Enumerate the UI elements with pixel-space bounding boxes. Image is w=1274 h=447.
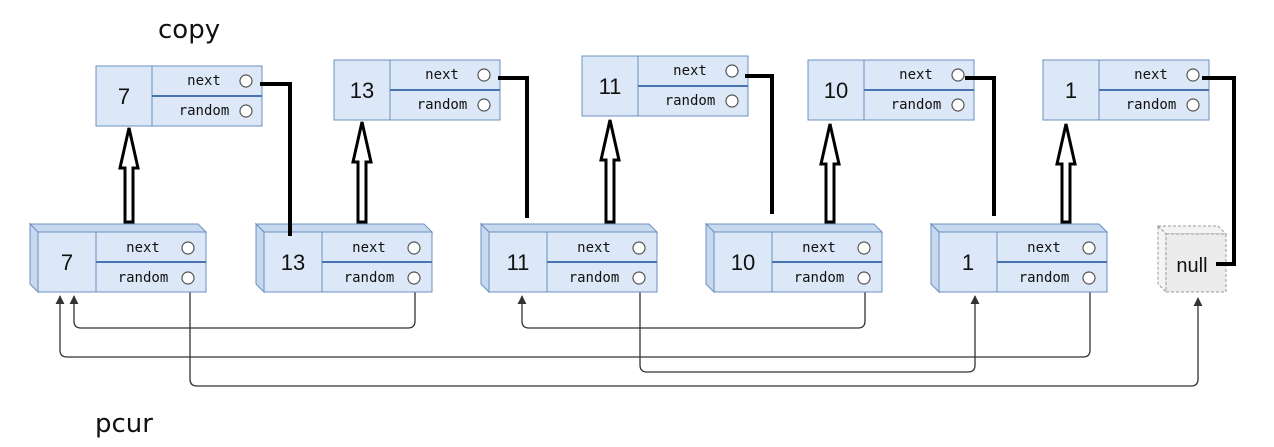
node-value: 11 (507, 250, 530, 275)
next-link (965, 76, 996, 216)
copy-node: 1 next random (1042, 59, 1210, 121)
random-field-label: random (569, 270, 620, 286)
node-value: 10 (731, 250, 755, 275)
random-field-label: random (417, 97, 468, 113)
next-field-label: next (352, 240, 386, 256)
copy-node: 13 next random (333, 59, 501, 121)
next-field-label: next (673, 63, 707, 79)
node-value: 10 (824, 78, 848, 103)
next-field-label: next (187, 73, 221, 89)
next-field-label: next (1027, 240, 1061, 256)
random-arrow (55, 286, 1091, 358)
pcur-label: pcur (95, 409, 153, 439)
thick-links (118, 74, 1236, 266)
next-pointer-dot (181, 241, 195, 255)
copy-node: 7 next random (95, 65, 263, 127)
copy-node: 11 next random (581, 55, 749, 117)
next-field-label: next (577, 240, 611, 256)
next-pointer-dot (951, 68, 965, 82)
random-arrow (189, 286, 1203, 387)
random-arrow (69, 286, 416, 329)
pcur-node: 7 next random (28, 222, 208, 294)
copy-up-arrow (118, 127, 140, 224)
next-field-label: next (899, 67, 933, 83)
random-pointer-dot (477, 98, 491, 112)
next-pointer-dot (725, 64, 739, 78)
node-value: 1 (962, 250, 974, 275)
next-link (260, 82, 292, 236)
random-pointer-dot (407, 271, 421, 285)
pcur-node: 1 next random (929, 222, 1109, 294)
node-value: 1 (1065, 78, 1077, 103)
random-field-label: random (665, 93, 716, 109)
next-pointer-dot (1186, 68, 1200, 82)
random-field-label: random (794, 270, 845, 286)
next-pointer-dot (1082, 241, 1096, 255)
null-label: null (1176, 255, 1207, 277)
node-value: 13 (350, 78, 374, 103)
next-pointer-dot (407, 241, 421, 255)
next-pointer-dot (239, 74, 253, 88)
random-field-label: random (891, 97, 942, 113)
next-pointer-dot (477, 68, 491, 82)
random-field-label: random (179, 103, 230, 119)
copy-up-arrow (1055, 123, 1077, 224)
random-field-label: random (1019, 270, 1070, 286)
random-pointer-dot (857, 271, 871, 285)
copy-up-arrow (599, 119, 621, 224)
next-field-label: next (126, 240, 160, 256)
pcur-node: 13 next random (254, 222, 434, 294)
random-pointers (55, 286, 1203, 387)
random-arrow (639, 286, 980, 373)
copy-list: 7 next random 13 next random 11 next random 10 nex… (95, 55, 1210, 127)
random-pointer-dot (725, 94, 739, 108)
next-pointer-dot (857, 241, 871, 255)
copy-node: 10 next random (807, 59, 975, 121)
pcur-node: 10 next random (704, 222, 884, 294)
next-link (745, 74, 774, 214)
random-arrow (517, 286, 866, 329)
random-pointer-dot (632, 271, 646, 285)
next-link (498, 76, 529, 218)
random-field-label: random (1126, 97, 1177, 113)
random-pointer-dot (181, 271, 195, 285)
pcur-node: 11 next random (479, 222, 659, 294)
next-field-label: next (802, 240, 836, 256)
node-value: 13 (281, 250, 305, 275)
next-link (1202, 76, 1236, 266)
random-pointer-dot (1186, 98, 1200, 112)
random-pointer-dot (239, 104, 253, 118)
null-node: null (1156, 224, 1228, 294)
random-field-label: random (344, 270, 395, 286)
node-value: 11 (599, 74, 622, 99)
copy-label: copy (158, 15, 220, 45)
random-field-label: random (118, 270, 169, 286)
copy-up-arrow (351, 121, 373, 224)
next-pointer-dot (632, 241, 646, 255)
next-field-label: next (1134, 67, 1168, 83)
node-value: 7 (61, 250, 73, 275)
random-pointer-dot (951, 98, 965, 112)
pcur-list: 7 next random 13 next random 11 next random 10 nex… (28, 222, 1228, 294)
random-pointer-dot (1082, 271, 1096, 285)
node-value: 7 (118, 84, 130, 109)
next-field-label: next (425, 67, 459, 83)
copy-up-arrow (819, 123, 841, 224)
